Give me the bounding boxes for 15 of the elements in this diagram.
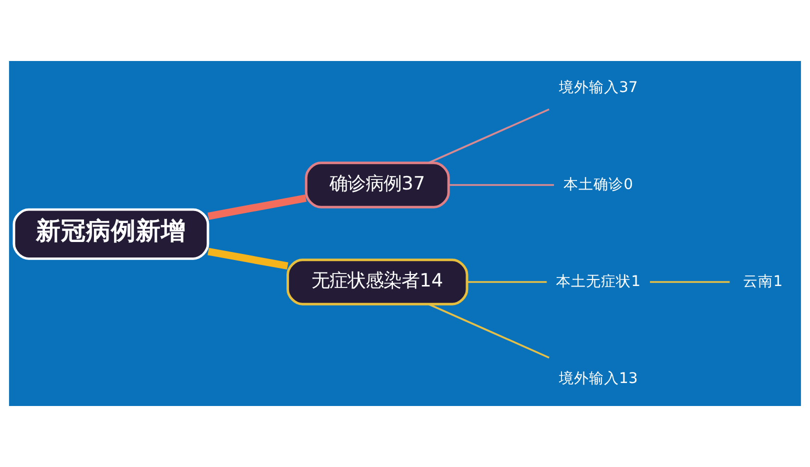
node-box: 新冠病例新增 [12,208,210,260]
connector [448,184,554,186]
connector [428,303,550,359]
node-box: 无症状感染者14 [286,258,468,306]
node-text: 云南1 [743,272,783,290]
node-text: 本土无症状1 [556,272,641,290]
node-text: 境外输入13 [559,370,638,387]
node-text: 境外输入37 [559,78,638,96]
connector [208,248,288,270]
connector [208,194,306,220]
connector [650,281,730,283]
connector [428,108,550,164]
node-text: 本土确诊0 [564,176,634,193]
node-box: 确诊病例37 [304,162,450,208]
connector [467,281,547,283]
